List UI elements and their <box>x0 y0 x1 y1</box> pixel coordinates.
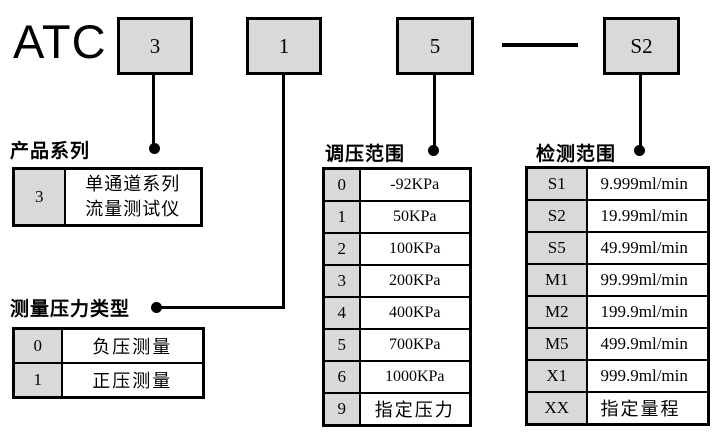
value-cell: 400KPa <box>358 296 472 330</box>
code-cell: 2 <box>322 232 361 266</box>
value-cell: 指定压力 <box>358 392 472 427</box>
code-box-regulation-range: 5 <box>396 17 474 75</box>
code-cell: 1 <box>322 200 361 234</box>
table-row: 3 单通道系列 流量测试仪 <box>12 167 203 227</box>
table-row: S1 9.999ml/min <box>525 166 710 201</box>
table-row: M5 499.9ml/min <box>525 327 710 361</box>
value-cell: 指定量程 <box>585 391 710 426</box>
table-row: 9 指定压力 <box>322 392 472 427</box>
code-box-series: 3 <box>117 17 193 75</box>
product-prefix: ATC <box>13 15 107 68</box>
code-cell: S5 <box>525 231 588 265</box>
value-cell: -92KPa <box>358 167 472 202</box>
table-row: M1 99.99ml/min <box>525 263 710 297</box>
value-cell: 1000KPa <box>358 360 472 394</box>
value-cell: 负压测量 <box>60 327 205 364</box>
code-cell: M5 <box>525 327 588 361</box>
value-cell: 199.9ml/min <box>585 295 710 329</box>
table-row: 1 50KPa <box>322 200 472 234</box>
code-cell: 3 <box>12 167 66 227</box>
table-row: 4 400KPa <box>322 296 472 330</box>
code-cell: 0 <box>322 167 361 202</box>
code-cell: X1 <box>525 359 588 393</box>
connector-line-pressure-vertical <box>282 74 285 309</box>
table-row: 6 1000KPa <box>322 360 472 394</box>
code-cell: 6 <box>322 360 361 394</box>
table-row: XX 指定量程 <box>525 391 710 426</box>
section-title-regulation-range: 调压范围 <box>325 144 406 165</box>
connector-line-detection <box>639 74 642 146</box>
code-cell: M2 <box>525 295 588 329</box>
value-cell: 50KPa <box>358 200 472 234</box>
value-cell: 200KPa <box>358 264 472 298</box>
code-cell: 0 <box>12 327 63 364</box>
connector-line-pressure-horizontal <box>157 306 285 309</box>
value-cell: 99.99ml/min <box>585 263 710 297</box>
code-cell: 4 <box>322 296 361 330</box>
value-cell: 9.999ml/min <box>585 166 710 201</box>
table-row: 0 -92KPa <box>322 167 472 202</box>
code-cell: S1 <box>525 166 588 201</box>
value-cell: 499.9ml/min <box>585 327 710 361</box>
regulation-range-table: 0 -92KPa 1 50KPa 2 100KPa 3 200KPa 4 400… <box>322 167 472 427</box>
table-row: S2 19.99ml/min <box>525 199 710 233</box>
connector-dot-detection <box>634 145 645 156</box>
table-row: 0 负压测量 <box>12 327 205 364</box>
value-cell: 49.99ml/min <box>585 231 710 265</box>
section-title-detection-range: 检测范围 <box>536 144 617 165</box>
code-cell: 5 <box>322 328 361 362</box>
connector-dot-series <box>149 143 160 154</box>
table-row: 2 100KPa <box>322 232 472 266</box>
code-cell: 1 <box>12 362 63 399</box>
value-cell: 19.99ml/min <box>585 199 710 233</box>
section-title-product-series: 产品系列 <box>10 141 91 162</box>
code-box-detection-range: S2 <box>603 17 680 75</box>
connector-dot-pressure <box>151 302 162 313</box>
table-row: 3 200KPa <box>322 264 472 298</box>
detection-range-table: S1 9.999ml/min S2 19.99ml/min S5 49.99ml… <box>525 166 710 426</box>
code-cell: XX <box>525 391 588 426</box>
value-cell: 700KPa <box>358 328 472 362</box>
product-series-table: 3 单通道系列 流量测试仪 <box>12 167 203 227</box>
connector-line-series <box>152 74 155 144</box>
code-cell: M1 <box>525 263 588 297</box>
pressure-type-table: 0 负压测量 1 正压测量 <box>12 327 205 399</box>
connector-line-regulation <box>433 74 436 147</box>
table-row: M2 199.9ml/min <box>525 295 710 329</box>
code-box-pressure-type: 1 <box>246 17 322 75</box>
value-cell: 单通道系列 流量测试仪 <box>63 167 203 227</box>
code-cell: 9 <box>322 392 361 427</box>
value-cell: 100KPa <box>358 232 472 266</box>
table-row: X1 999.9ml/min <box>525 359 710 393</box>
value-cell: 999.9ml/min <box>585 359 710 393</box>
table-row: 1 正压测量 <box>12 362 205 399</box>
connector-dot-regulation <box>428 145 439 156</box>
table-row: 5 700KPa <box>322 328 472 362</box>
code-cell: S2 <box>525 199 588 233</box>
code-cell: 3 <box>322 264 361 298</box>
section-title-pressure-type: 测量压力类型 <box>10 299 131 320</box>
table-row: S5 49.99ml/min <box>525 231 710 265</box>
separator-dash <box>502 43 578 47</box>
value-cell: 正压测量 <box>60 362 205 399</box>
